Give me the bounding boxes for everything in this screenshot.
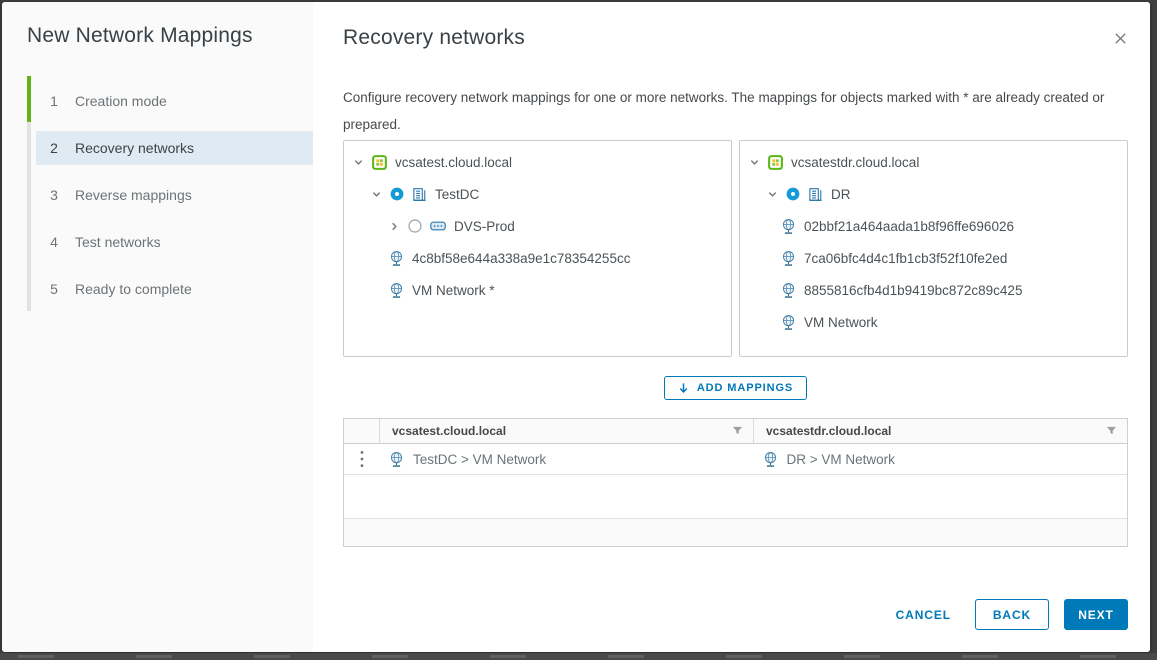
mapping-row[interactable]: TestDC > VM Network DR > VM Network — [344, 444, 1127, 475]
wizard-step-recovery-networks[interactable]: 2 Recovery networks — [36, 131, 313, 165]
background-page-sliver — [0, 653, 1157, 660]
page-title: Recovery networks — [343, 26, 525, 49]
wizard-step-reverse-mappings[interactable]: 3 Reverse mappings — [36, 178, 313, 212]
tree-node-target-network[interactable]: VM Network — [740, 306, 1127, 338]
progress-rail-completed — [27, 76, 31, 122]
tree-node-target-network[interactable]: 7ca06bfc4d4c1fb1cb3f52f10fe2ed — [740, 242, 1127, 274]
step-label: Recovery networks — [75, 140, 195, 156]
column-label: vcsatest.cloud.local — [392, 424, 507, 438]
step-number: 2 — [50, 140, 58, 156]
network-icon — [389, 250, 404, 267]
network-icon — [389, 282, 404, 299]
step-label: Reverse mappings — [75, 187, 192, 203]
filter-icon[interactable] — [732, 426, 743, 436]
tree-node-label: DR — [831, 186, 851, 202]
wizard-sidebar: New Network Mappings 1 Creation mode 2 R… — [2, 2, 313, 652]
step-label: Ready to complete — [75, 281, 192, 297]
progress-rail-remaining — [27, 122, 31, 311]
tree-node-source-vcenter[interactable]: vcsatest.cloud.local — [344, 146, 731, 178]
step-number: 4 — [50, 234, 58, 250]
source-column-header[interactable]: vcsatest.cloud.local — [380, 419, 754, 443]
tree-node-label: 02bbf21a464aada1b8f96ffe696026 — [804, 218, 1014, 234]
source-network-tree: vcsatest.cloud.local TestDC DVS-Prod 4c — [343, 140, 732, 357]
vcenter-icon — [768, 154, 783, 170]
add-mappings-button[interactable]: ADD MAPPINGS — [663, 376, 808, 400]
chevron-down-icon[interactable] — [767, 189, 778, 200]
kebab-menu-icon[interactable] — [344, 450, 380, 468]
column-label: vcsatestdr.cloud.local — [766, 424, 892, 438]
mappings-table-header: vcsatest.cloud.local vcsatestdr.cloud.lo… — [344, 419, 1127, 444]
network-icon — [781, 314, 796, 331]
tree-node-label: VM Network — [804, 314, 878, 330]
cancel-button[interactable]: CANCEL — [895, 607, 951, 622]
network-icon — [763, 451, 778, 468]
chevron-down-icon[interactable] — [371, 189, 382, 200]
tree-node-label: vcsatest.cloud.local — [395, 154, 513, 170]
target-column-header[interactable]: vcsatestdr.cloud.local — [754, 419, 1127, 443]
tree-node-source-network[interactable]: VM Network * — [344, 274, 731, 306]
filter-icon[interactable] — [1106, 426, 1117, 436]
tree-node-label: vcsatestdr.cloud.local — [791, 154, 920, 170]
actions-column-header — [344, 419, 380, 443]
tree-node-target-vcenter[interactable]: vcsatestdr.cloud.local — [740, 146, 1127, 178]
back-button[interactable]: BACK — [975, 599, 1049, 630]
table-footer — [344, 519, 1127, 546]
tree-node-source-datacenter[interactable]: TestDC — [344, 178, 731, 210]
tree-node-label: VM Network * — [412, 282, 495, 298]
radio-selected-icon[interactable] — [786, 187, 800, 201]
tree-node-source-network[interactable]: 4c8bf58e644a338a9e1c78354255cc — [344, 242, 731, 274]
next-button[interactable]: NEXT — [1064, 599, 1128, 630]
tree-node-source-dvswitch[interactable]: DVS-Prod — [344, 210, 731, 242]
network-icon — [781, 250, 796, 267]
close-icon[interactable] — [1110, 30, 1130, 50]
mapping-source-cell: TestDC > VM Network — [380, 451, 754, 468]
datacenter-icon — [808, 187, 823, 202]
wizard-steps: 1 Creation mode 2 Recovery networks 3 Re… — [2, 76, 313, 319]
tree-node-target-network[interactable]: 8855816cfb4d1b9419bc872c89c425 — [740, 274, 1127, 306]
network-icon — [781, 282, 796, 299]
wizard-content: Recovery networks Configure recovery net… — [313, 2, 1150, 652]
network-icon — [389, 451, 404, 468]
tree-node-label: 8855816cfb4d1b9419bc872c89c425 — [804, 282, 1023, 298]
chevron-down-icon[interactable] — [353, 157, 364, 168]
table-empty-area — [344, 475, 1127, 519]
mapping-target-text: DR > VM Network — [786, 451, 895, 467]
vcenter-icon — [372, 154, 387, 170]
step-number: 1 — [50, 93, 58, 109]
radio-unselected-icon[interactable] — [408, 219, 422, 233]
datacenter-icon — [412, 187, 427, 202]
mapping-target-cell: DR > VM Network — [754, 451, 1128, 468]
step-label: Test networks — [75, 234, 161, 250]
tree-node-label: 4c8bf58e644a338a9e1c78354255cc — [412, 250, 631, 266]
add-mappings-label: ADD MAPPINGS — [696, 382, 794, 394]
new-network-mappings-dialog: New Network Mappings 1 Creation mode 2 R… — [2, 2, 1150, 652]
wizard-step-ready-to-complete[interactable]: 5 Ready to complete — [36, 272, 313, 306]
wizard-step-creation-mode[interactable]: 1 Creation mode — [36, 84, 313, 118]
chevron-down-icon[interactable] — [749, 157, 760, 168]
mappings-table: vcsatest.cloud.local vcsatestdr.cloud.lo… — [343, 418, 1128, 547]
network-icon — [781, 218, 796, 235]
target-network-tree: vcsatestdr.cloud.local DR 02bbf21a464aad… — [739, 140, 1128, 357]
tree-node-target-network[interactable]: 02bbf21a464aada1b8f96ffe696026 — [740, 210, 1127, 242]
step-description: Configure recovery network mappings for … — [343, 90, 1105, 132]
step-number: 5 — [50, 281, 58, 297]
dialog-title: New Network Mappings — [27, 24, 253, 47]
dvswitch-icon — [430, 220, 446, 232]
step-number: 3 — [50, 187, 58, 203]
step-label: Creation mode — [75, 93, 167, 109]
tree-node-label: TestDC — [435, 186, 480, 202]
arrow-down-icon — [678, 382, 689, 394]
radio-selected-icon[interactable] — [390, 187, 404, 201]
chevron-right-icon[interactable] — [389, 221, 400, 232]
tree-node-label: DVS-Prod — [454, 218, 515, 234]
tree-node-label: 7ca06bfc4d4c1fb1cb3f52f10fe2ed — [804, 250, 1008, 266]
mapping-source-text: TestDC > VM Network — [413, 451, 547, 467]
wizard-step-test-networks[interactable]: 4 Test networks — [36, 225, 313, 259]
tree-node-target-datacenter[interactable]: DR — [740, 178, 1127, 210]
